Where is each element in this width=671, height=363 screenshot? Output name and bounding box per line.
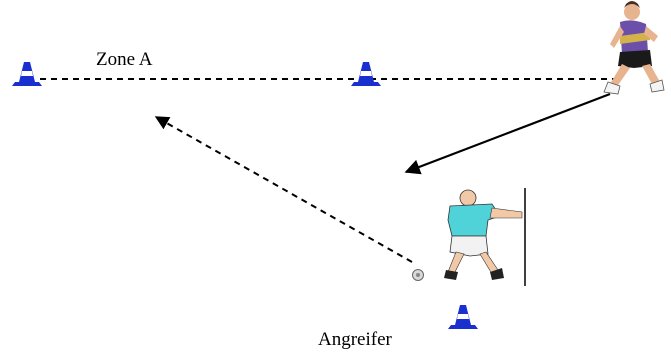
traffic-cone-icon [448, 305, 478, 329]
runner-player-icon [603, 1, 665, 95]
run-solid-arrow [404, 92, 611, 175]
zone-a-label: Zone A [96, 49, 153, 70]
attacker-label: Angreifer [318, 329, 392, 350]
traffic-cone-icon [351, 62, 381, 86]
pass-dashed-arrow [154, 116, 413, 263]
ball-icon [412, 269, 424, 281]
defender-player-icon [444, 188, 526, 286]
traffic-cone-icon [12, 62, 42, 86]
